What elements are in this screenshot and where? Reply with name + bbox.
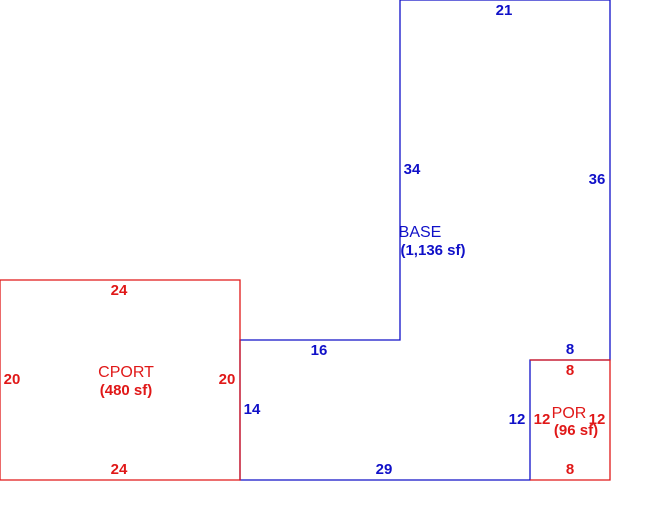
cport-dim-bottom: 24 <box>111 461 128 478</box>
por-outline <box>530 359 611 481</box>
base-dim-notch-side: 12 <box>509 411 526 428</box>
cport-dim-right: 20 <box>219 371 236 388</box>
base-dim-step: 16 <box>311 342 328 359</box>
base-dim-left-upper: 34 <box>404 161 421 178</box>
cport-area-size: (480 sf) <box>100 382 153 399</box>
base-dim-top: 21 <box>496 2 513 19</box>
base-area-name: BASE <box>399 224 442 241</box>
por-dim-right: 12 <box>589 411 606 428</box>
base-area-size: (1,136 sf) <box>400 242 465 259</box>
base-dim-left-lower: 14 <box>244 401 261 418</box>
por-dim-bottom: 8 <box>566 461 574 478</box>
por-dim-left: 12 <box>534 411 551 428</box>
cport-dim-left: 20 <box>4 371 21 388</box>
cport-area-name: CPORT <box>98 364 154 381</box>
por-area-size: (96 sf) <box>554 422 598 439</box>
cport-outline <box>0 279 241 481</box>
base-dim-bottom: 29 <box>376 461 393 478</box>
base-dim-right: 36 <box>589 171 606 188</box>
por-area-name: POR <box>552 405 587 422</box>
cport-dim-top: 24 <box>111 282 128 299</box>
base-dim-notch: 8 <box>566 341 574 358</box>
por-dim-top: 8 <box>566 362 574 379</box>
